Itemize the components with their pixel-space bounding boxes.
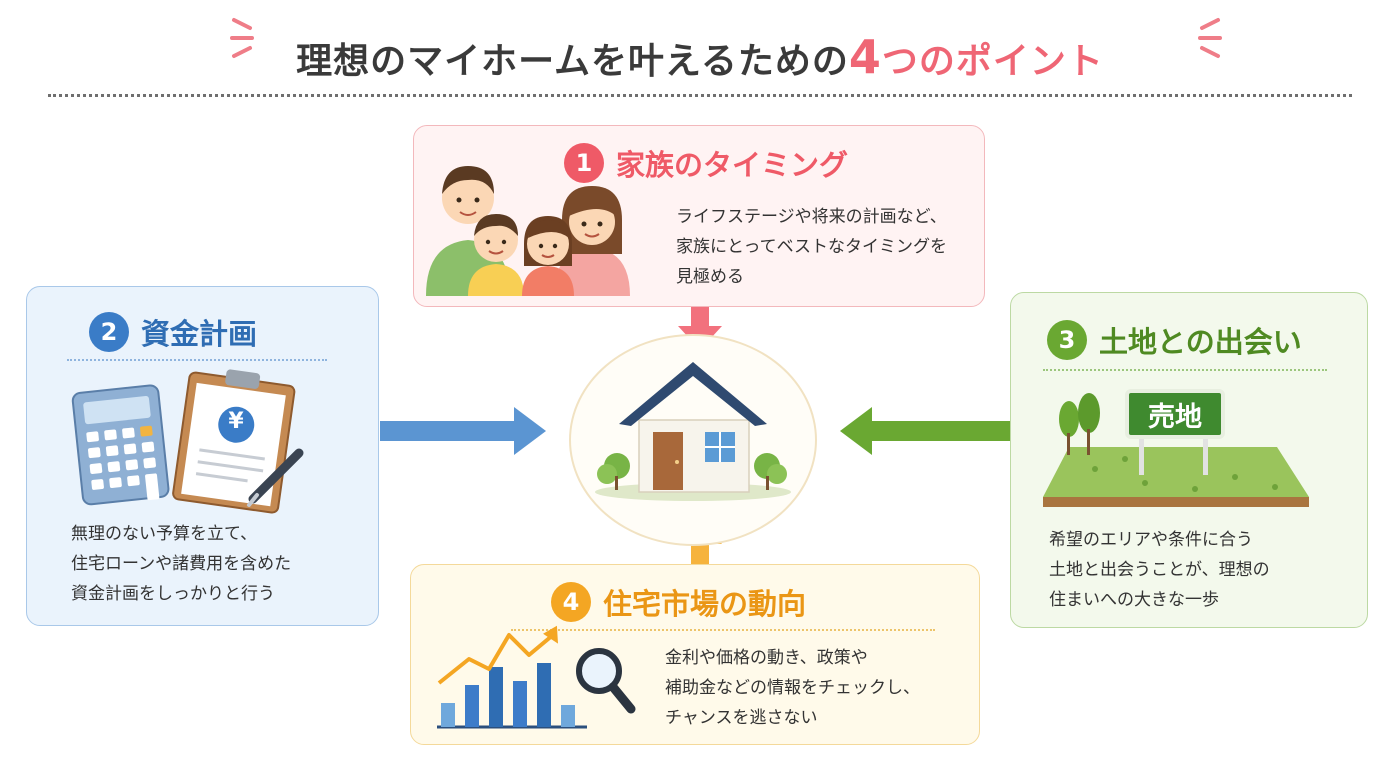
point-3-title: 3 土地との出会い bbox=[1047, 319, 1302, 361]
point-4-title: 4 住宅市場の動向 bbox=[551, 581, 806, 623]
point-4-desc-line: チャンスを逃さない bbox=[665, 708, 818, 728]
point-2-desc: 無理のない予算を立て、 住宅ローンや諸費用を含めた 資金計画をしっかりと行う bbox=[71, 519, 291, 609]
family-illustration bbox=[426, 166, 630, 296]
point-3-desc-line: 土地と出会うことが、理想の bbox=[1049, 560, 1270, 580]
point-2-separator bbox=[67, 359, 327, 361]
land-sign-text: 売地 bbox=[1148, 402, 1202, 433]
point-2-card: 2 資金計画 ¥ bbox=[26, 286, 379, 626]
page-title: 理想のマイホームを叶えるための4つのポイント bbox=[0, 30, 1400, 84]
title-suffix: つのポイント bbox=[881, 41, 1104, 82]
pen-icon bbox=[247, 448, 304, 507]
point-1-badge: 1 bbox=[564, 143, 604, 183]
calculator-icon bbox=[71, 384, 170, 506]
point-2-desc-line: 住宅ローンや諸費用を含めた bbox=[71, 554, 292, 574]
title-number: 4 bbox=[848, 30, 882, 84]
point-2-badge: 2 bbox=[89, 312, 129, 352]
point-1-desc: ライフステージや将来の計画など、 家族にとってベストなタイミングを 見極める bbox=[676, 202, 947, 292]
point-3-desc-line: 希望のエリアや条件に合う bbox=[1049, 530, 1253, 550]
point-4-desc-line: 補助金などの情報をチェックし、 bbox=[665, 678, 920, 698]
title-divider bbox=[48, 94, 1352, 97]
point-4-desc: 金利や価格の動き、政策や 補助金などの情報をチェックし、 チャンスを逃さない bbox=[665, 643, 920, 733]
point-3-title-text: 土地との出会い bbox=[1099, 325, 1302, 359]
point-3-desc-line: 住まいへの大きな一歩 bbox=[1049, 590, 1219, 610]
point-2-desc-line: 資金計画をしっかりと行う bbox=[71, 584, 275, 604]
point-4-separator bbox=[511, 629, 935, 631]
clipboard-yen-icon bbox=[172, 369, 304, 514]
point-2-title-text: 資金計画 bbox=[141, 317, 258, 351]
point-3-desc: 希望のエリアや条件に合う 土地と出会うことが、理想の 住まいへの大きな一歩 bbox=[1049, 525, 1270, 615]
arrow-right-blue bbox=[380, 407, 546, 455]
point-1-desc-line: 見極める bbox=[676, 267, 744, 287]
point-1-title: 1 家族のタイミング bbox=[564, 142, 848, 184]
title-burst-left-icon bbox=[230, 18, 254, 58]
point-1-desc-line: 家族にとってベストなタイミングを bbox=[676, 237, 947, 257]
point-4-card: 4 住宅市場の動向 金利や価格の動き、政策や 補助金などの情報をチェックし、 チ… bbox=[410, 564, 980, 745]
point-3-badge: 3 bbox=[1047, 320, 1087, 360]
point-1-card: 1 家族のタイミング ライフステージや将来の計画など、 家族にとってベストなタイ… bbox=[413, 125, 985, 307]
point-4-badge: 4 bbox=[551, 582, 591, 622]
title-main: 理想のマイホームを叶えるための bbox=[296, 41, 849, 82]
point-2-title: 2 資金計画 bbox=[89, 311, 257, 353]
magnifier-icon bbox=[576, 648, 636, 714]
point-4-title-text: 住宅市場の動向 bbox=[603, 587, 807, 621]
bar-chart-icon bbox=[437, 625, 636, 729]
point-1-title-text: 家族のタイミング bbox=[616, 148, 849, 182]
point-2-desc-line: 無理のない予算を立て、 bbox=[71, 524, 258, 544]
point-3-separator bbox=[1043, 369, 1327, 371]
title-burst-right-icon bbox=[1198, 18, 1222, 58]
yen-symbol: ¥ bbox=[228, 409, 244, 434]
house-icon bbox=[595, 362, 791, 501]
land-plot-icon bbox=[1043, 389, 1309, 507]
point-1-desc-line: ライフステージや将来の計画など、 bbox=[676, 207, 947, 227]
arrow-left-green bbox=[840, 407, 1010, 455]
point-3-card: 3 土地との出会い 売地 希望のエリアや条件に合う 土地と出会うことが、理想の … bbox=[1010, 292, 1368, 628]
point-4-desc-line: 金利や価格の動き、政策や bbox=[665, 648, 868, 668]
